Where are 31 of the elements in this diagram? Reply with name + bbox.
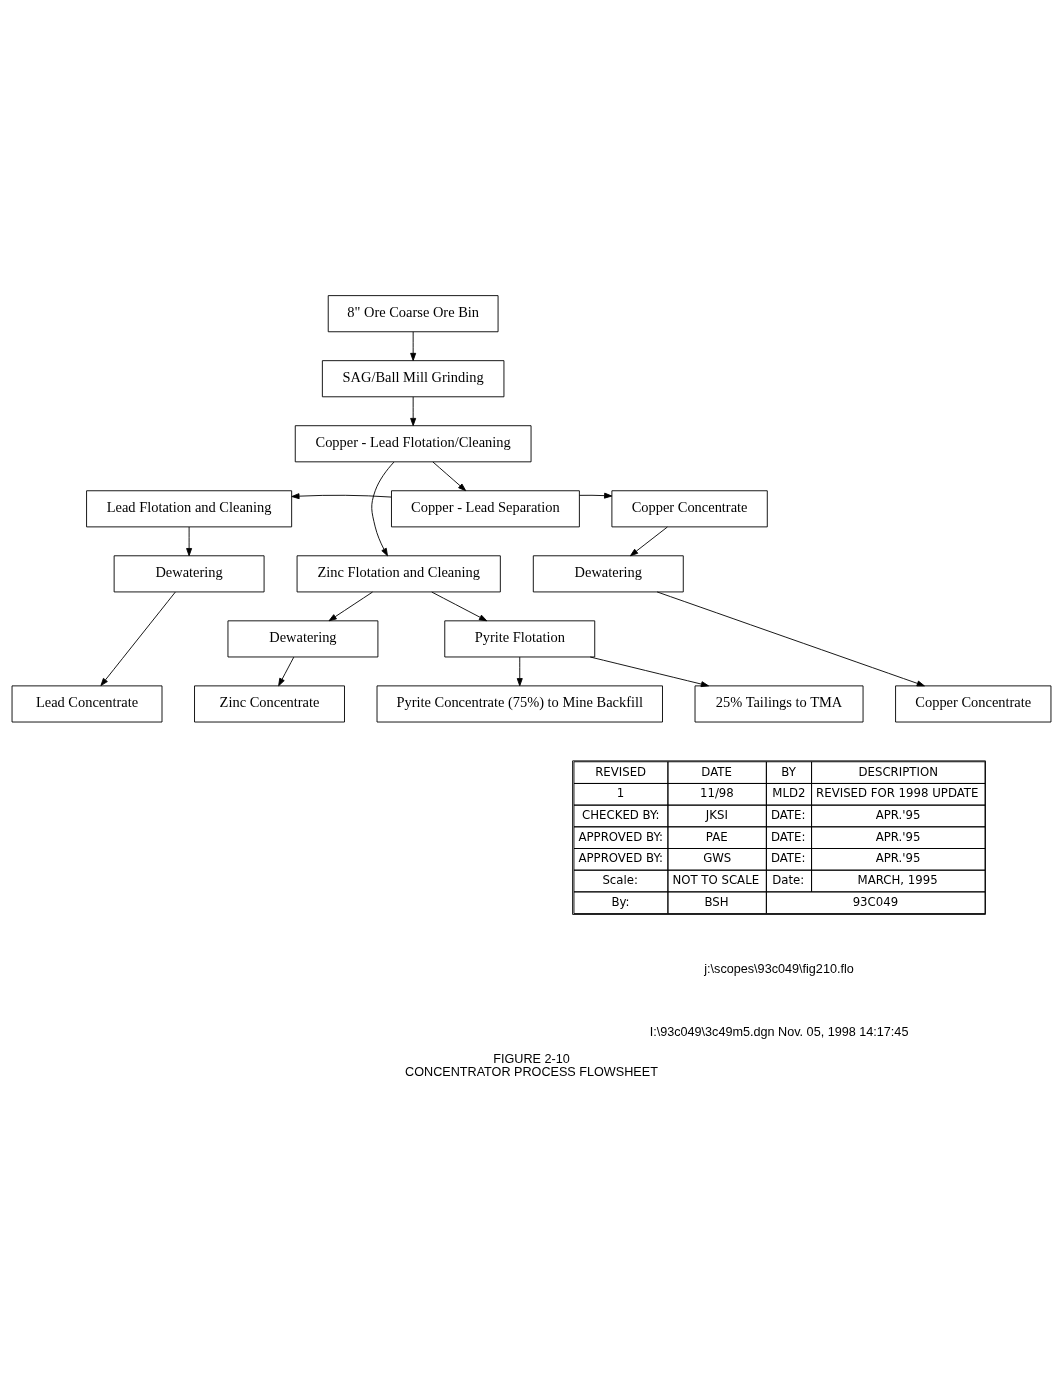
label: JKSI bbox=[705, 808, 728, 823]
caption: CONCENTRATOR PROCESS FLOWSHEET bbox=[405, 1065, 658, 1080]
label: NOT TO SCALE bbox=[672, 873, 760, 888]
label: DATE: bbox=[770, 808, 806, 823]
label: APPROVED BY: bbox=[578, 851, 664, 866]
label: Scale: bbox=[602, 873, 638, 888]
label: GWS bbox=[703, 851, 732, 866]
label: MLD2 bbox=[772, 786, 806, 801]
label: I:\93c049\3c49m5.dgn Nov. 05, 1998 14:17:45 bbox=[649, 1024, 909, 1039]
label: DESCRIPTION bbox=[858, 764, 938, 779]
label: DATE bbox=[701, 764, 732, 779]
label: REVISED FOR 1998 UPDATE bbox=[816, 786, 979, 801]
label: BSH bbox=[704, 894, 729, 909]
diagram-title: FIGURE 2-10 bbox=[493, 1051, 570, 1066]
label: REVISED bbox=[595, 764, 647, 779]
label: j:\scopes\93c049\fig210.flo bbox=[704, 962, 854, 977]
label: 93C049 bbox=[852, 894, 899, 909]
label: CHECKED BY: bbox=[582, 808, 660, 823]
label: Date: bbox=[772, 873, 805, 888]
label: By: bbox=[611, 894, 630, 909]
label: 11/98 bbox=[699, 786, 734, 801]
label: APR.'95 bbox=[875, 808, 921, 823]
label: APR.'95 bbox=[875, 851, 921, 866]
label: DATE: bbox=[770, 851, 806, 866]
label: BY bbox=[781, 764, 796, 779]
label: PAE bbox=[705, 829, 728, 844]
label: MARCH, 1995 bbox=[857, 873, 938, 888]
label: DATE: bbox=[770, 829, 806, 844]
label: APR.'95 bbox=[875, 829, 921, 844]
label: 1 bbox=[616, 786, 625, 801]
label: APPROVED BY: bbox=[578, 829, 664, 844]
